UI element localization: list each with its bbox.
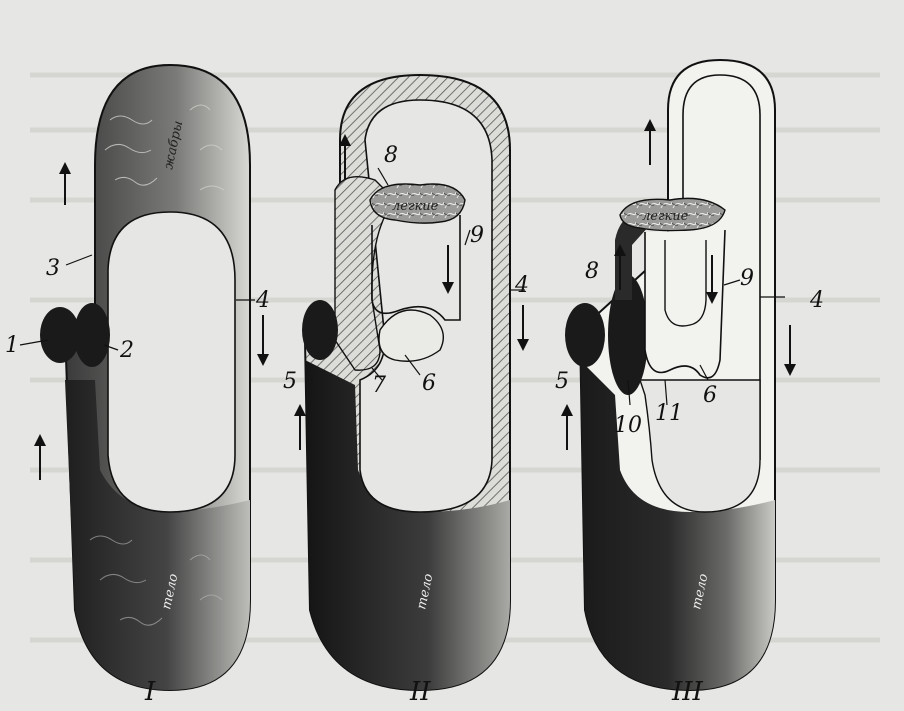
label-11-iii: 11 [655,401,683,426]
organ-label-lungs-ii: легкие [392,199,439,214]
diagram-iii: легкие тело 8 9 4 5 10 11 6 III [555,60,824,707]
heart-chamber-5-ii [302,300,338,360]
label-10-iii: 10 [614,413,642,438]
heart-chamber-5-iii [565,303,605,367]
diagram-i: жабры тело 1 2 3 4 I [5,65,270,707]
roman-numeral-i: I [144,677,156,707]
pulmonary-loop-iii [645,230,725,378]
label-1: 1 [5,333,19,358]
roman-numeral-iii: III [671,677,704,707]
label-2: 2 [119,338,134,363]
label-4-iii: 4 [809,288,824,313]
label-7-ii: 7 [372,373,386,398]
label-4-ii: 4 [514,273,529,298]
label-6-iii: 6 [703,383,717,408]
heart-chamber-2 [74,303,110,367]
label-8-iii: 8 [585,259,599,284]
label-5-ii: 5 [283,369,297,394]
organ-label-lungs-iii: легкие [642,209,689,224]
diagram-ii: легкие тело 8 9 4 5 7 6 II [283,75,529,707]
label-4-i: 4 [255,288,270,313]
label-5-iii: 5 [555,369,569,394]
roman-numeral-ii: II [409,677,431,707]
label-9-iii: 9 [740,266,754,291]
label-9-ii: 9 [470,223,484,248]
label-3: 3 [46,256,60,281]
label-8-ii: 8 [384,143,398,168]
label-6-ii: 6 [422,371,436,396]
